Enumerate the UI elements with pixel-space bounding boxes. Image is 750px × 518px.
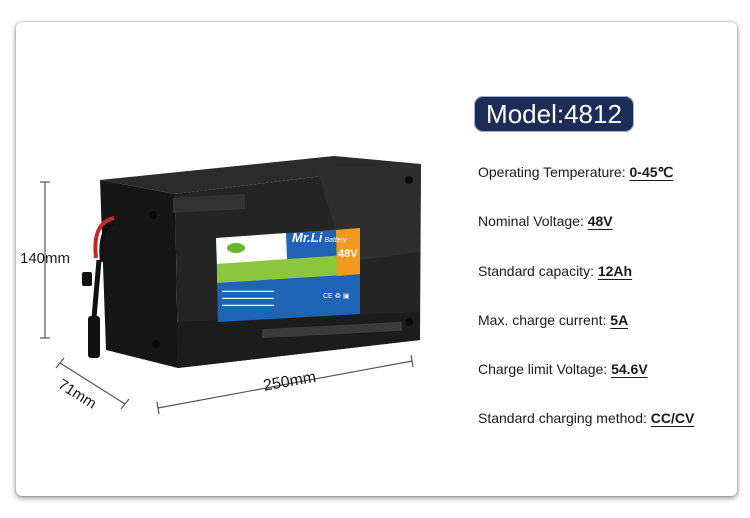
spec-label: Max. charge current: xyxy=(478,312,611,328)
svg-text:CE ♻ ▣: CE ♻ ▣ xyxy=(323,293,350,300)
spec-value: 12Ah xyxy=(597,263,633,279)
label-brand-name: Mr.Li xyxy=(292,230,323,245)
model-badge: Model:4812 xyxy=(474,96,634,132)
battery-cable xyxy=(82,216,115,358)
height-dimension-line xyxy=(40,181,50,339)
svg-text:▬▬▬▬▬▬▬▬▬▬▬▬▬: ▬▬▬▬▬▬▬▬▬▬▬▬▬ xyxy=(222,288,274,293)
spec-charge-limit-voltage: Charge limit Voltage: 54.6V xyxy=(478,361,648,377)
label-voltage: 48V xyxy=(338,248,358,260)
spec-label: Charge limit Voltage: xyxy=(478,361,612,377)
svg-text:▬▬▬▬▬▬▬▬▬▬▬▬▬: ▬▬▬▬▬▬▬▬▬▬▬▬▬ xyxy=(222,302,274,307)
width-dimension-line xyxy=(156,354,414,415)
spec-label: Standard charging method: xyxy=(478,410,651,426)
spec-value: 0-45℃ xyxy=(629,164,674,180)
battery-top-face xyxy=(100,156,421,194)
spec-standard-capacity: Standard capacity: 12Ah xyxy=(478,263,632,279)
battery-side-face xyxy=(100,180,178,368)
spec-value: CC/CV xyxy=(650,410,695,426)
spec-value: 54.6V xyxy=(611,361,648,377)
label-brand-sub: Battery xyxy=(324,237,347,244)
product-card: ▬▬▬▬▬▬▬▬▬▬▬▬▬ ▬▬▬▬▬▬▬▬▬▬▬▬▬ ▬▬▬▬▬▬▬▬▬▬▬▬… xyxy=(16,22,737,496)
spec-nominal-voltage: Nominal Voltage: 48V xyxy=(478,213,613,229)
height-dimension-label: 140mm xyxy=(20,250,71,267)
spec-max-charge-current: Max. charge current: 5A xyxy=(478,312,628,328)
spec-label: Nominal Voltage: xyxy=(478,213,588,229)
spec-label: Standard capacity: xyxy=(478,263,598,279)
spec-charging-method: Standard charging method: CC/CV xyxy=(478,410,694,426)
svg-text:▬▬▬▬▬▬▬▬▬▬▬▬▬: ▬▬▬▬▬▬▬▬▬▬▬▬▬ xyxy=(222,295,274,300)
spec-value: 5A xyxy=(610,312,629,328)
spec-value: 48V xyxy=(587,213,613,229)
battery-label: ▬▬▬▬▬▬▬▬▬▬▬▬▬ ▬▬▬▬▬▬▬▬▬▬▬▬▬ ▬▬▬▬▬▬▬▬▬▬▬▬… xyxy=(216,228,360,322)
spec-operating-temperature: Operating Temperature: 0-45℃ xyxy=(478,164,673,181)
spec-label: Operating Temperature: xyxy=(478,164,630,180)
battery-illustration: ▬▬▬▬▬▬▬▬▬▬▬▬▬ ▬▬▬▬▬▬▬▬▬▬▬▬▬ ▬▬▬▬▬▬▬▬▬▬▬▬… xyxy=(40,156,421,415)
depth-dimension-line xyxy=(55,357,130,410)
